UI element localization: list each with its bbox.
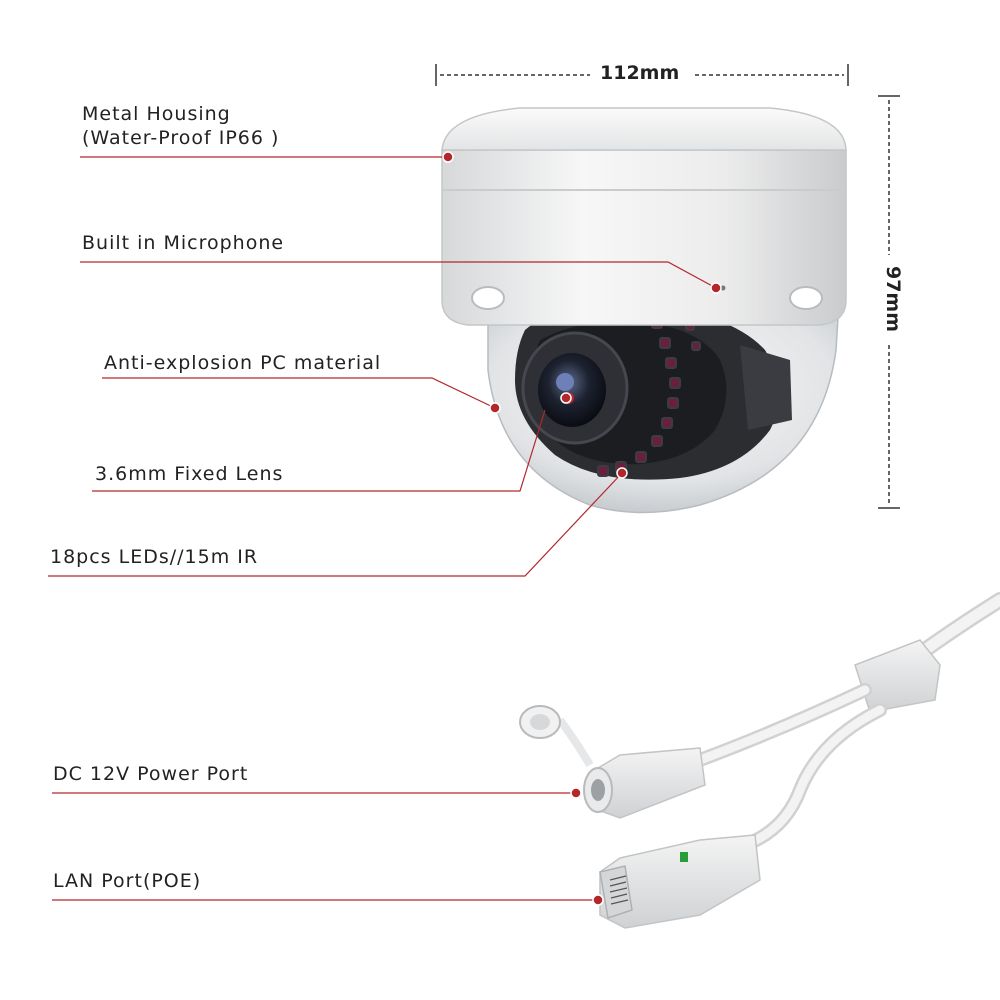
leader-dots <box>442 151 722 906</box>
camera-module <box>515 304 792 480</box>
callout-pc-material: Anti-explosion PC material <box>104 352 382 374</box>
callout-leds: 18pcs LEDs//15m IR <box>50 546 259 568</box>
metal-housing-sublabel: (Water-Proof IP66 ) <box>82 126 280 149</box>
dome-camera <box>441 107 847 514</box>
lan-connector <box>599 834 761 929</box>
callout-dc-port: DC 12V Power Port <box>53 763 249 785</box>
metal-housing-label: Metal Housing <box>82 103 231 125</box>
leader-pc-material <box>102 377 496 409</box>
leader-leds <box>48 472 623 577</box>
height-dimension-label: 97mm <box>882 259 905 339</box>
width-dimension-label: 112mm <box>594 62 686 84</box>
dc-connector <box>519 705 706 819</box>
leader-lines <box>48 156 717 901</box>
callout-lan-port: LAN Port(POE) <box>53 870 202 892</box>
leader-lens <box>92 409 546 492</box>
callout-microphone: Built in Microphone <box>82 232 285 254</box>
lan-status-led <box>680 852 688 862</box>
leader-microphone <box>80 261 717 289</box>
height-dimension-line <box>878 95 900 509</box>
cable-assembly <box>519 592 1000 929</box>
callout-metal-housing: Metal Housing (Water-Proof IP66 ) <box>82 103 279 151</box>
callout-lens: 3.6mm Fixed Lens <box>95 463 284 485</box>
width-dimension-line <box>435 64 849 86</box>
metal-housing <box>441 149 847 326</box>
